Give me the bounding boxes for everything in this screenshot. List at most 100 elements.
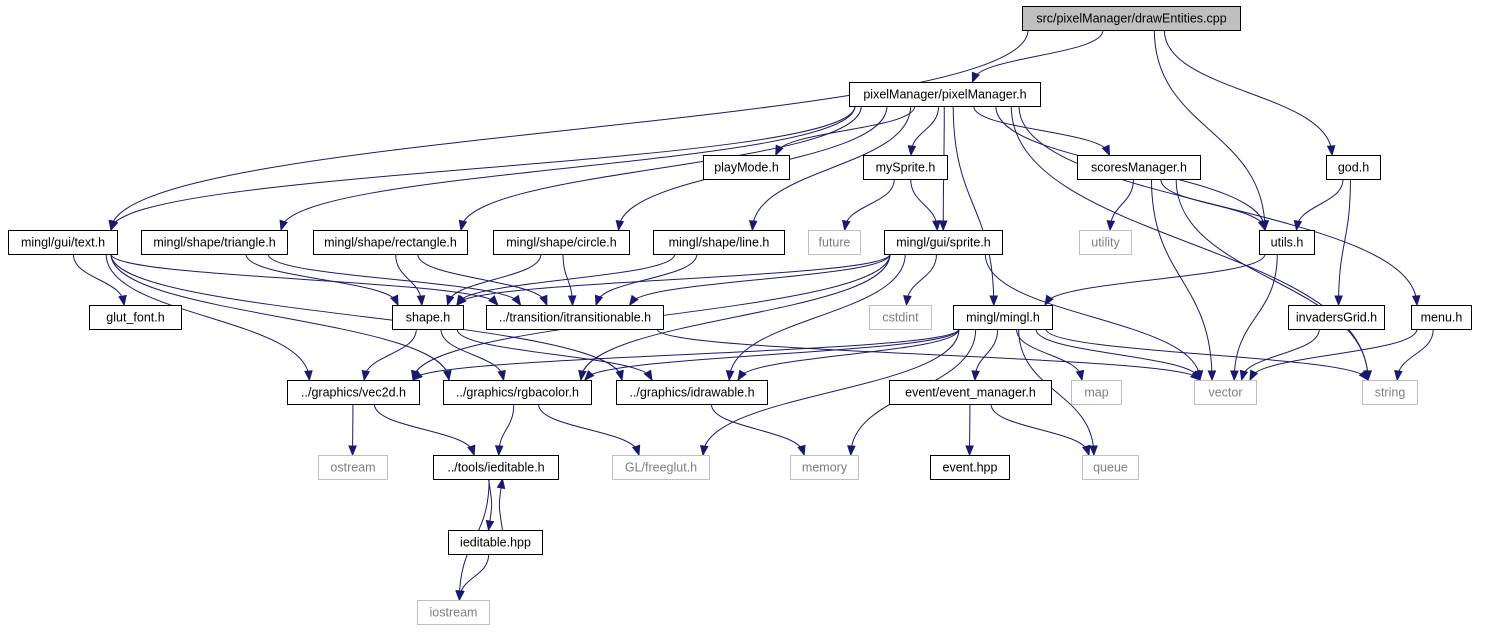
arrowhead-icon xyxy=(456,295,467,306)
edge-line xyxy=(1338,178,1351,306)
node-scores[interactable]: scoresManager.h xyxy=(1077,155,1201,180)
node-text[interactable]: mingl/gui/text.h xyxy=(8,230,118,255)
arrowhead-icon xyxy=(932,220,941,232)
arrowhead-icon xyxy=(1207,370,1217,382)
arrowhead-icon xyxy=(775,144,784,157)
edge-mysprite-to-future xyxy=(841,178,895,232)
node-map[interactable]: map xyxy=(1071,380,1122,405)
node-mingl[interactable]: mingl/mingl.h xyxy=(953,305,1053,330)
node-cstdint[interactable]: cstdint xyxy=(869,305,932,330)
node-playmode[interactable]: playMode.h xyxy=(703,155,790,180)
edge-line xyxy=(1396,328,1434,381)
edge-line xyxy=(1035,328,1201,381)
node-box xyxy=(493,230,630,255)
edge-sprite-to-itrans xyxy=(629,253,891,307)
node-line[interactable]: mingl/shape/line.h xyxy=(653,230,785,255)
edge-utils-to-mingl xyxy=(1044,253,1266,307)
node-label: ../graphics/rgbacolor.h xyxy=(456,386,579,400)
edge-root-to-pm xyxy=(971,29,1104,84)
edge-line-to-itrans xyxy=(594,253,698,307)
node-box xyxy=(884,230,1003,255)
edge-line xyxy=(110,105,856,231)
node-root[interactable]: src/pixelManager/drawEntities.cpp xyxy=(1022,6,1241,31)
node-utility[interactable]: utility xyxy=(1079,230,1132,255)
node-vec2d[interactable]: ../graphics/vec2d.h xyxy=(287,380,420,405)
edge-line xyxy=(1163,29,1333,156)
edge-mingl-to-idraw xyxy=(737,328,960,382)
edge-line xyxy=(629,253,891,306)
arrowhead-icon xyxy=(1101,144,1110,157)
node-menu[interactable]: menu.h xyxy=(1411,305,1472,330)
edge-line xyxy=(1044,253,1266,306)
edge-vec2d-to-ostream xyxy=(348,403,357,457)
arrowhead-icon xyxy=(1191,369,1201,382)
edge-line xyxy=(460,105,862,231)
node-ostream[interactable]: ostream xyxy=(318,455,388,480)
node-pm[interactable]: pixelManager/pixelManager.h xyxy=(849,82,1041,107)
node-label: ../tools/ieditable.h xyxy=(447,461,544,475)
node-string[interactable]: string xyxy=(1362,380,1418,405)
node-label: invadersGrid.h xyxy=(1296,311,1377,325)
node-mysprite[interactable]: mySprite.h xyxy=(863,155,948,180)
arrowhead-icon xyxy=(643,369,653,382)
node-iedit[interactable]: ../tools/ieditable.h xyxy=(433,455,559,480)
node-queue[interactable]: queue xyxy=(1082,455,1139,480)
edge-vec2d-to-iedit xyxy=(373,403,476,457)
node-label: mySprite.h xyxy=(876,161,936,175)
node-idraw[interactable]: ../graphics/idrawable.h xyxy=(616,380,768,405)
node-glutfont[interactable]: glut_font.h xyxy=(89,305,182,330)
node-rgba[interactable]: ../graphics/rgbacolor.h xyxy=(443,380,592,405)
arrowhead-icon xyxy=(361,369,371,382)
node-vector[interactable]: vector xyxy=(1194,380,1257,405)
node-utils[interactable]: utils.h xyxy=(1259,230,1315,255)
arrowhead-icon xyxy=(304,370,313,382)
arrowhead-icon xyxy=(737,369,747,382)
arrowhead-icon xyxy=(1334,295,1343,307)
arrowhead-icon xyxy=(903,295,912,307)
node-itrans[interactable]: ../transition/itransitionable.h xyxy=(486,305,664,330)
node-sprite[interactable]: mingl/gui/sprite.h xyxy=(884,230,1003,255)
edge-line xyxy=(1153,29,1266,231)
edge-circ-to-shape xyxy=(446,253,542,307)
node-label: mingl/mingl.h xyxy=(966,311,1040,325)
edge-shape-to-vec2d xyxy=(361,328,417,382)
arrowhead-icon xyxy=(485,519,495,532)
node-evmgr[interactable]: event/event_manager.h xyxy=(889,380,1052,405)
arrowhead-icon xyxy=(748,220,758,232)
arrowhead-icon xyxy=(1358,369,1369,382)
arrowhead-icon xyxy=(1089,445,1098,457)
edge-pm-to-mysprite xyxy=(907,105,940,157)
arrowhead-icon xyxy=(1394,370,1403,382)
arrowhead-icon xyxy=(458,219,468,232)
node-label: shape.h xyxy=(406,311,451,325)
node-box xyxy=(417,600,490,625)
node-memory[interactable]: memory xyxy=(790,455,859,480)
node-label: ieditable.hpp xyxy=(460,536,531,550)
node-future[interactable]: future xyxy=(808,230,861,255)
node-circ[interactable]: mingl/shape/circle.h xyxy=(493,230,630,255)
node-label: iostream xyxy=(430,606,478,620)
node-ieditpp[interactable]: ieditable.hpp xyxy=(448,530,543,555)
node-box xyxy=(1071,380,1122,405)
node-freeglut[interactable]: GL/freeglut.h xyxy=(612,455,710,480)
arrowhead-icon xyxy=(443,369,452,382)
node-rect[interactable]: mingl/shape/rectangle.h xyxy=(313,230,468,255)
node-box xyxy=(790,455,859,480)
edge-sprite-to-idraw xyxy=(725,253,906,382)
node-tri[interactable]: mingl/shape/triangle.h xyxy=(141,230,288,255)
arrowhead-icon xyxy=(567,295,577,307)
node-box xyxy=(703,155,790,180)
node-label: utility xyxy=(1091,236,1120,250)
node-iostream[interactable]: iostream xyxy=(417,600,490,625)
node-box xyxy=(889,380,1052,405)
node-box xyxy=(89,305,182,330)
node-shape[interactable]: shape.h xyxy=(392,305,464,330)
edge-pm-to-scores xyxy=(973,105,1110,157)
node-evhpp[interactable]: event.hpp xyxy=(930,455,1010,480)
node-god[interactable]: god.h xyxy=(1326,155,1381,180)
arrowhead-icon xyxy=(907,145,917,157)
node-invaders[interactable]: invadersGrid.h xyxy=(1288,305,1385,330)
node-label: menu.h xyxy=(1421,311,1463,325)
edge-shape-to-rgba xyxy=(440,328,506,382)
arrowhead-icon xyxy=(629,294,639,307)
